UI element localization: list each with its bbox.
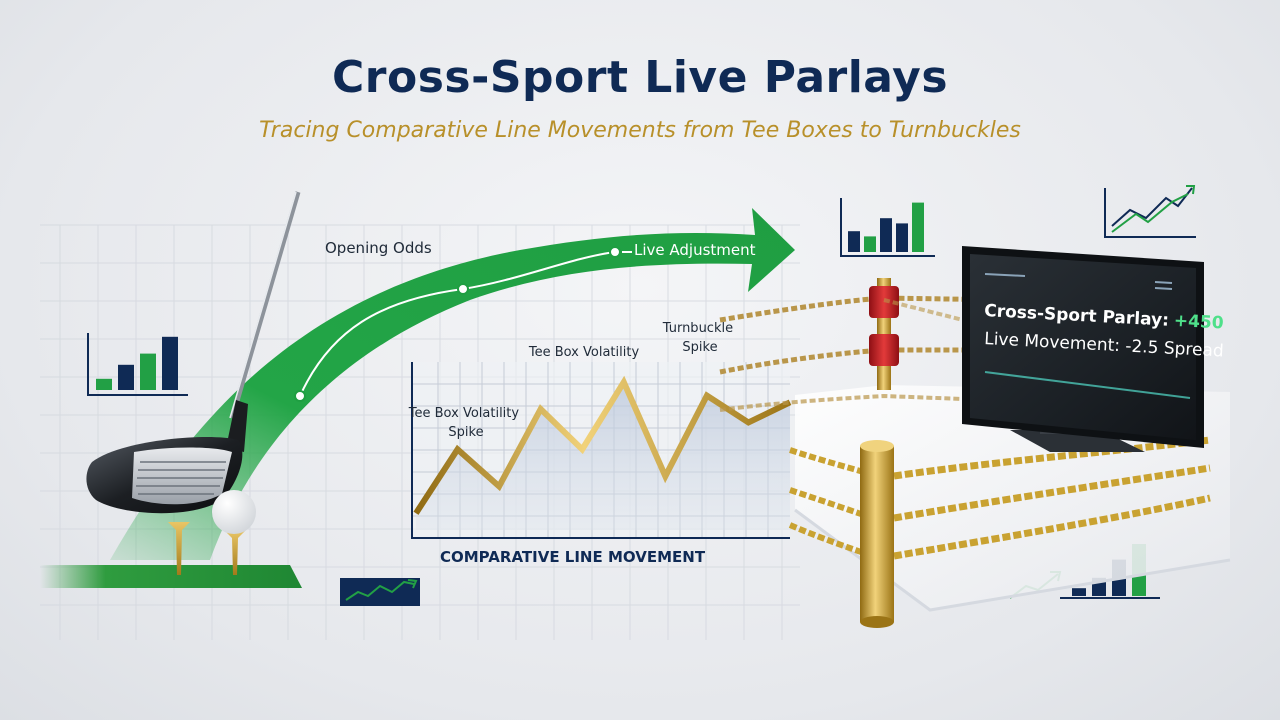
monitor-icon <box>962 246 1204 452</box>
odds-point-mid <box>457 283 469 295</box>
mini-bar <box>140 353 156 390</box>
odds-point-start <box>294 390 306 402</box>
page-subtitle: Tracing Comparative Line Movements from … <box>259 118 1021 143</box>
mini-bar <box>118 364 134 390</box>
mini-bar <box>864 236 876 252</box>
turnbuckle-pad-bottom <box>869 334 899 366</box>
mini-bar-chart-left <box>87 333 188 396</box>
annotation-turnbuckle-spike: Turnbuckle Spike <box>662 321 737 355</box>
annotation-tee-box-volatility: Tee Box Volatility <box>528 345 640 360</box>
mini-bar <box>912 202 924 252</box>
mini-bar-chart-top <box>840 198 935 257</box>
odds-point-live <box>609 246 621 258</box>
mini-bar <box>896 223 908 252</box>
mini-trend-badge <box>340 578 420 606</box>
trend-up-icon <box>1104 185 1196 238</box>
mini-bar <box>96 378 112 390</box>
comparative-line-chart <box>411 362 792 539</box>
opening-odds-label: Opening Odds <box>325 239 432 257</box>
golf-ball-icon <box>212 490 256 534</box>
mini-bar <box>1072 588 1086 596</box>
mini-bar <box>162 336 178 390</box>
mini-bar <box>880 218 892 252</box>
page-title: Cross-Sport Live Parlays <box>331 52 949 103</box>
line-series <box>413 375 792 515</box>
tee-icon <box>168 522 246 575</box>
line-chart-title: COMPARATIVE LINE MOVEMENT <box>440 548 706 566</box>
golf-turf <box>40 565 302 588</box>
annotation-tee-box-spike: Tee Box Volatility Spike <box>408 406 523 440</box>
mini-bar <box>848 231 860 252</box>
golf-driver-icon <box>86 191 301 514</box>
live-adjustment-label: Live Adjustment <box>634 241 756 259</box>
